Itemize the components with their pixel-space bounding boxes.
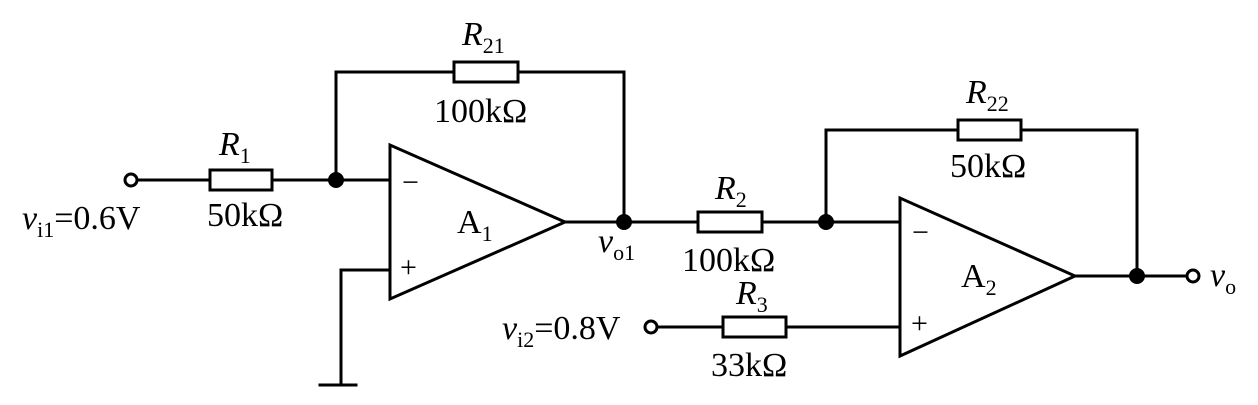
resistor-r21 — [452, 60, 520, 84]
opamp-a2-label: A2 — [961, 258, 997, 300]
a1-noninverting-sign: + — [400, 251, 417, 284]
opamp-a1-label: A1 — [457, 204, 493, 246]
r3-label: R3 — [735, 275, 768, 317]
junction-node-vo — [1129, 268, 1145, 284]
resistor-r1 — [208, 168, 274, 192]
r21-label: R21 — [461, 16, 505, 58]
wire-feedback2-right — [1019, 128, 1139, 278]
r22-value: 50kΩ — [950, 148, 1026, 185]
wire-a1-noninv-ground — [339, 268, 392, 387]
resistor-r3 — [721, 315, 788, 339]
opamp-a1 — [388, 142, 569, 302]
wire-feedback1-left — [334, 70, 456, 182]
r22-label: R22 — [965, 74, 1009, 116]
vi1-label: vi1=0.6V — [22, 200, 141, 242]
junction-node-a2-inv — [818, 214, 834, 230]
vo-label: vo — [1210, 257, 1236, 299]
resistor-r2 — [696, 210, 764, 234]
terminal-vi2 — [643, 319, 659, 335]
wire-feedback2-left — [824, 128, 960, 224]
opamp-a2 — [898, 195, 1079, 359]
vo1-label: vo1 — [598, 223, 635, 265]
r1-label: R1 — [218, 126, 251, 168]
wires — [135, 70, 1189, 387]
r2-value: 100kΩ — [682, 242, 775, 279]
vi2-label: vi2=0.8V — [502, 310, 621, 352]
r3-value: 33kΩ — [711, 347, 787, 384]
resistor-r22 — [956, 118, 1023, 142]
wire-feedback1-right — [516, 70, 626, 224]
a2-inverting-sign: − — [912, 216, 929, 249]
r21-value: 100kΩ — [434, 93, 527, 130]
junction-node-a1-inv — [328, 172, 344, 188]
terminal-vi1 — [123, 172, 139, 188]
a2-noninverting-sign: + — [911, 307, 928, 340]
terminal-vo — [1185, 268, 1201, 284]
junction-node-vo1 — [616, 214, 632, 230]
r2-label: R2 — [714, 170, 747, 212]
a1-inverting-sign: − — [402, 166, 419, 199]
r1-value: 50kΩ — [207, 197, 283, 234]
